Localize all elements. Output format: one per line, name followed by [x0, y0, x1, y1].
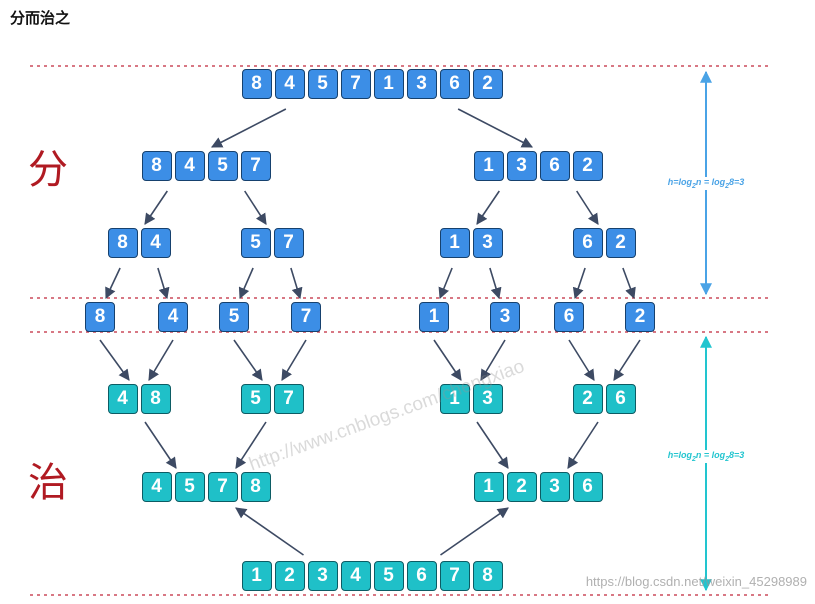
footer-watermark: https://blog.csdn.net/weixin_45298989: [585, 574, 807, 589]
divide-cell: 8: [241, 69, 272, 99]
flow-arrow: [480, 339, 506, 381]
divide-cell: 5: [240, 228, 271, 258]
conquer-cell: 8: [140, 384, 171, 414]
divide-cell: 7: [273, 228, 304, 258]
divide-cell: 3: [472, 228, 503, 258]
flow-arrow: [238, 267, 254, 300]
divide-cell: 1: [419, 302, 449, 332]
divide-cell: 5: [307, 69, 338, 99]
divide-cell: 7: [240, 151, 271, 181]
conquer-cell: 2: [274, 561, 305, 591]
flow-arrow: [157, 267, 170, 300]
conquer-cell: 4: [141, 472, 172, 502]
conquer-cell: 5: [373, 561, 404, 591]
divide-cell: 7: [291, 302, 321, 332]
flow-arrow: [290, 267, 303, 300]
flow-arrow: [144, 190, 168, 225]
divide-cell: 8: [141, 151, 172, 181]
flow-arrow: [235, 421, 267, 469]
conquer-cell: 6: [406, 561, 437, 591]
flow-arrow: [572, 267, 586, 300]
flow-arrow: [144, 421, 177, 469]
divide-cell: 1: [473, 151, 504, 181]
conquer-cell: 1: [473, 472, 504, 502]
conquer-cell: 5: [174, 472, 205, 502]
divide-cell: 2: [605, 228, 636, 258]
conquer-cell: 6: [605, 384, 636, 414]
flow-arrow: [568, 339, 595, 381]
divide-cell: 6: [572, 228, 603, 258]
conquer-cell: 1: [439, 384, 470, 414]
flow-arrow: [99, 339, 130, 381]
divide-cell: 6: [554, 302, 584, 332]
divide-cell: 5: [219, 302, 249, 332]
conquer-cell: 2: [506, 472, 537, 502]
flow-arrow: [281, 339, 307, 381]
flow-arrow: [457, 108, 533, 148]
conquer-cell: 4: [340, 561, 371, 591]
divide-cell: 7: [340, 69, 371, 99]
divide-cell: 3: [506, 151, 537, 181]
flow-arrow: [438, 267, 453, 300]
page-title: 分而治之: [10, 10, 71, 27]
flow-arrow: [433, 339, 462, 381]
flow-arrow: [476, 421, 509, 469]
divide-cell: 4: [158, 302, 188, 332]
divide-cell: 3: [490, 302, 520, 332]
divide-cell: 8: [107, 228, 138, 258]
flow-arrow: [233, 339, 263, 381]
divide-cell: 5: [207, 151, 238, 181]
conquer-cell: 7: [439, 561, 470, 591]
conquer-cell: 2: [572, 384, 603, 414]
flow-arrow: [235, 507, 304, 556]
divide-cell: 4: [140, 228, 171, 258]
divide-cell: 6: [439, 69, 470, 99]
conquer-cell: 8: [240, 472, 271, 502]
flow-arrow: [489, 267, 502, 300]
flow-arrow: [622, 267, 636, 300]
divide-cell: 3: [406, 69, 437, 99]
divide-cell: 1: [373, 69, 404, 99]
divide-cell: 2: [572, 151, 603, 181]
conquer-cell: 7: [273, 384, 304, 414]
flow-arrow: [211, 108, 287, 148]
divide-cell: 2: [472, 69, 503, 99]
conquer-cell: 3: [539, 472, 570, 502]
conquer-label: 治: [28, 460, 68, 506]
divide-height-note: h=log2n = log28=3: [646, 177, 766, 190]
flow-arrow: [148, 339, 174, 381]
conquer-cell: 7: [207, 472, 238, 502]
divide-label: 分: [28, 147, 68, 193]
divide-cell: 2: [625, 302, 655, 332]
flow-arrow: [244, 190, 267, 225]
flow-arrow: [576, 190, 599, 225]
divide-cell: 4: [274, 69, 305, 99]
flow-arrow: [613, 339, 641, 381]
conquer-cell: 4: [107, 384, 138, 414]
conquer-cell: 1: [241, 561, 272, 591]
divide-cell: 1: [439, 228, 470, 258]
divide-cell: 8: [85, 302, 115, 332]
divide-cell: 4: [174, 151, 205, 181]
flow-arrow: [567, 421, 599, 469]
flow-arrow: [476, 190, 500, 225]
flow-arrow: [440, 507, 509, 556]
conquer-cell: 3: [307, 561, 338, 591]
divide-cell: 6: [539, 151, 570, 181]
conquer-cell: 6: [572, 472, 603, 502]
conquer-height-note: h=log2n = log28=3: [646, 450, 766, 463]
conquer-cell: 3: [472, 384, 503, 414]
flow-arrow: [105, 267, 121, 300]
conquer-cell: 5: [240, 384, 271, 414]
conquer-cell: 8: [472, 561, 503, 591]
